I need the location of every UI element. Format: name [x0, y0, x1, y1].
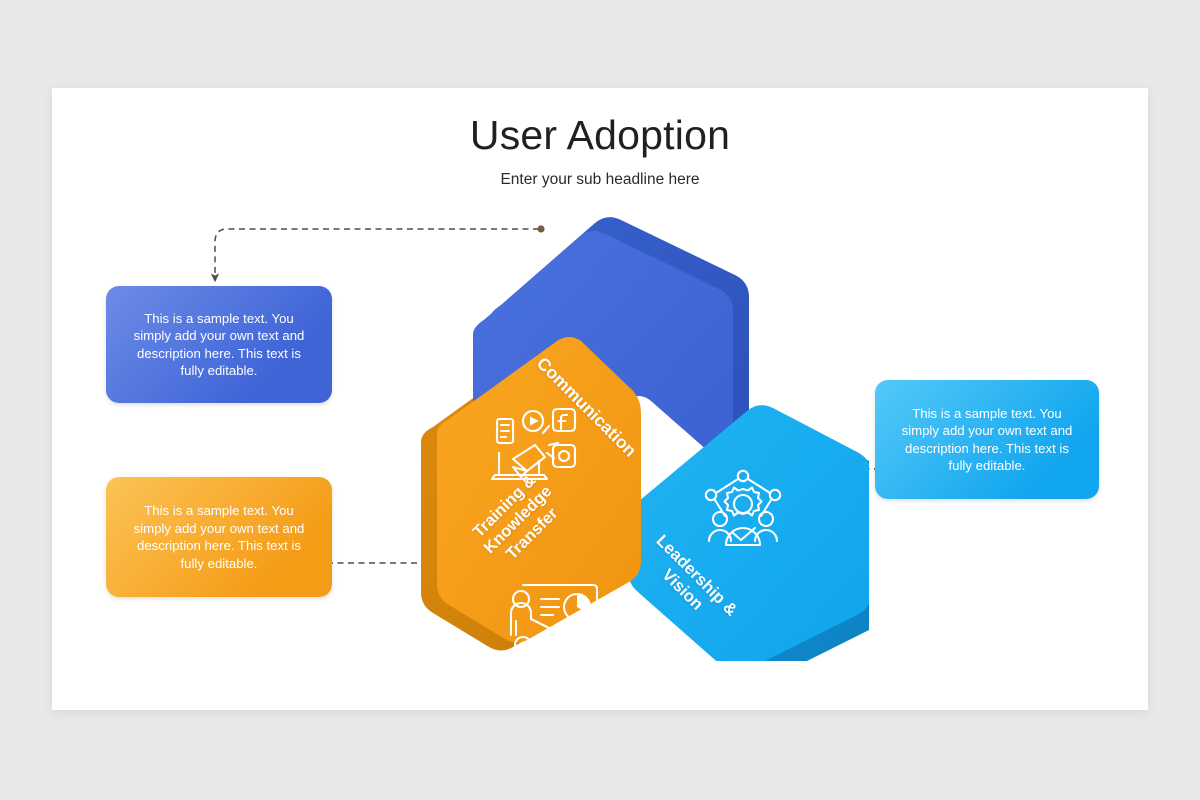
training-presentation-audience-icon — [509, 583, 599, 661]
connector-dot-communication — [537, 225, 545, 233]
callout-training[interactable]: This is a sample text. You simply add yo… — [106, 477, 332, 597]
callout-text: This is a sample text. You simply add yo… — [133, 503, 305, 571]
callout-text: This is a sample text. You simply add yo… — [133, 310, 305, 379]
callout-communication[interactable]: This is a sample text. You simply add yo… — [106, 286, 332, 403]
callout-text: This is a sample text. You simply add yo… — [901, 405, 1073, 474]
page-subtitle: Enter your sub headline here — [500, 171, 700, 188]
page-title: User Adoption — [469, 112, 731, 158]
hex-training[interactable] — [437, 337, 641, 643]
leader-team-network-icon — [704, 469, 782, 547]
callout-leadership[interactable]: This is a sample text. You simply add yo… — [875, 380, 1099, 499]
slide-canvas: User Adoption Enter your sub headline he… — [52, 88, 1148, 710]
megaphone-social-laptop-icon — [490, 407, 577, 481]
pinwheel-diagram: Communication Training & Knowledge Trans… — [389, 201, 869, 661]
